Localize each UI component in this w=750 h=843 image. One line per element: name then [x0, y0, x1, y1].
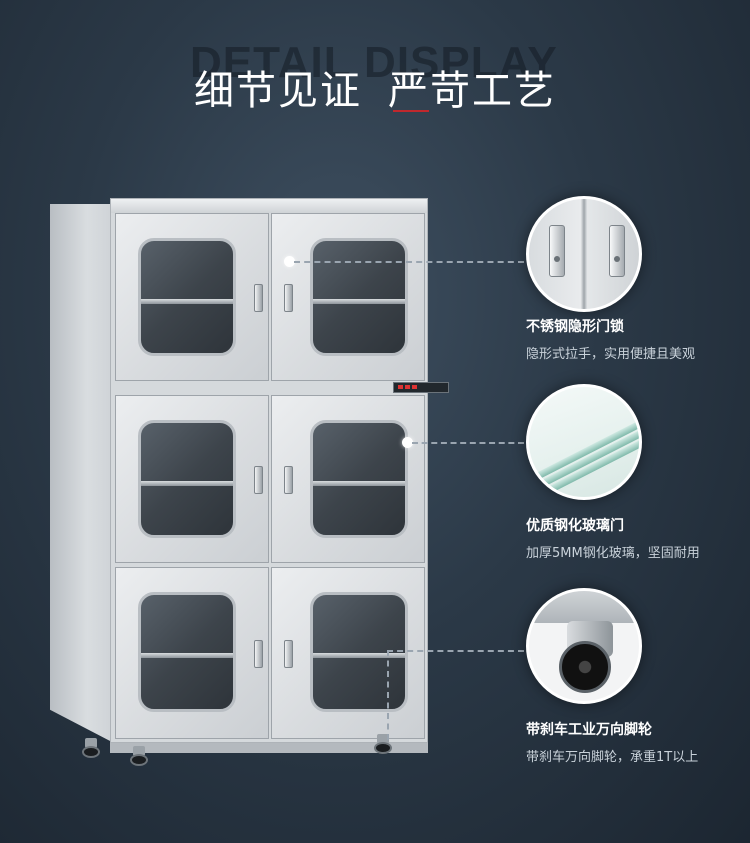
glass-window [310, 592, 408, 712]
door-handle [284, 466, 293, 494]
dry-cabinet-image [50, 198, 449, 766]
door-lock-closeup [526, 196, 642, 312]
title-part-2: 严苛工艺 [388, 68, 556, 114]
page-title: 细节见证严苛工艺 [0, 58, 750, 116]
caster-wheel [82, 738, 100, 758]
handle-icon [549, 225, 565, 277]
door-handle [254, 284, 263, 312]
callout-line [412, 442, 524, 444]
cabinet-door [271, 395, 425, 563]
wheel-icon [559, 641, 611, 693]
cabinet-side-panel [50, 204, 112, 742]
cabinet-door [115, 395, 269, 563]
caster-wheel [374, 734, 392, 754]
cabinet-door [115, 567, 269, 739]
glass-window [310, 238, 408, 356]
feature-description: 带刹车万向脚轮，承重1T以上 [526, 750, 699, 765]
cabinet-door [115, 213, 269, 381]
callout-dot [284, 256, 295, 267]
door-handle [284, 284, 293, 312]
door-handle [284, 640, 293, 668]
cabinet-door [271, 567, 425, 739]
feature-title: 带刹车工业万向脚轮 [526, 722, 652, 738]
feature-title: 优质钢化玻璃门 [526, 518, 624, 534]
control-display [393, 382, 449, 393]
door-handle [254, 640, 263, 668]
door-handle [254, 466, 263, 494]
glass-window [138, 592, 236, 712]
title-part-1: 细节见证 [194, 68, 362, 114]
callout-dot [402, 437, 413, 448]
tempered-glass-closeup [526, 384, 642, 500]
cabinet-front [110, 198, 449, 743]
handle-icon [609, 225, 625, 277]
header: DETAIL DISPLAY 细节见证严苛工艺 [0, 0, 750, 120]
watermark-text: DETAIL DISPLAY [190, 38, 558, 87]
feature-description: 加厚5MM钢化玻璃，坚固耐用 [526, 546, 700, 561]
accent-underline [393, 110, 429, 112]
callout-line [387, 650, 524, 652]
caster-wheel-closeup [526, 588, 642, 704]
caster-wheel [130, 746, 148, 766]
cabinet-door [271, 213, 425, 381]
feature-title: 不锈钢隐形门锁 [526, 319, 624, 335]
glass-window [138, 238, 236, 356]
callout-line [387, 650, 389, 740]
glass-window [310, 420, 408, 538]
glass-window [138, 420, 236, 538]
callout-line [294, 261, 524, 263]
feature-description: 隐形式拉手，实用便捷且美观 [526, 347, 696, 362]
